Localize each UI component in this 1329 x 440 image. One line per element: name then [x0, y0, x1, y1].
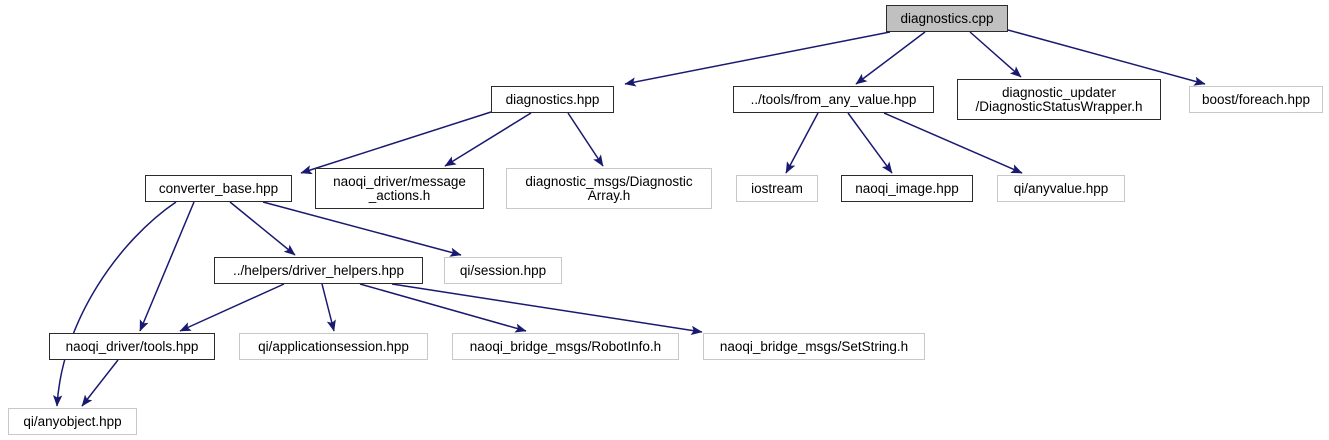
- graph-node-diagnostics_cpp[interactable]: diagnostics.cpp: [886, 5, 1008, 32]
- graph-edge-driver_helpers_hpp-to-setstring_h: [391, 283, 703, 335]
- graph-edge-diagnostics_hpp-to-diagnostic_array_h: [567, 112, 604, 167]
- graph-node-iostream[interactable]: iostream: [736, 175, 818, 202]
- graph-node-converter_base_hpp[interactable]: converter_base.hpp: [145, 175, 292, 202]
- graph-node-qi_session_hpp[interactable]: qi/session.hpp: [444, 257, 562, 284]
- graph-node-naoqi_image_hpp[interactable]: naoqi_image.hpp: [841, 175, 973, 202]
- graph-edge-diagnostics_cpp-to-boost_foreach_hpp: [1007, 29, 1206, 86]
- graph-node-diagnostic_status_wrapper_h[interactable]: diagnostic_updater /DiagnosticStatusWrap…: [957, 79, 1161, 120]
- graph-node-from_any_value_hpp[interactable]: ../tools/from_any_value.hpp: [733, 86, 934, 113]
- graph-node-qi_applicationsession_hpp[interactable]: qi/applicationsession.hpp: [239, 333, 428, 360]
- graph-edge-diagnostics_hpp-to-message_actions_h: [444, 112, 532, 167]
- graph-node-naoqi_driver_tools_hpp[interactable]: naoqi_driver/tools.hpp: [49, 333, 215, 360]
- graph-edge-converter_base_hpp-to-qi_session_hpp: [262, 201, 462, 257]
- graph-edge-naoqi_driver_tools_hpp-to-qi_anyobject_hpp: [81, 359, 119, 407]
- graph-edge-diagnostics_cpp-to-diagnostic_status_wrapper_h: [969, 31, 1022, 78]
- graph-node-boost_foreach_hpp[interactable]: boost/foreach.hpp: [1189, 86, 1323, 113]
- graph-edge-from_any_value_hpp-to-naoqi_image_hpp: [847, 112, 893, 174]
- graph-node-diagnostics_hpp[interactable]: diagnostics.hpp: [491, 86, 614, 113]
- graph-edge-diagnostics_hpp-to-converter_base_hpp: [300, 111, 492, 175]
- graph-node-driver_helpers_hpp[interactable]: ../helpers/driver_helpers.hpp: [214, 257, 423, 284]
- graph-edge-diagnostics_cpp-to-diagnostics_hpp: [624, 31, 891, 87]
- graph-node-qi_anyobject_hpp[interactable]: qi/anyobject.hpp: [8, 408, 137, 435]
- graph-edge-from_any_value_hpp-to-qi_anyvalue_hpp: [883, 112, 1023, 174]
- graph-node-qi_anyvalue_hpp[interactable]: qi/anyvalue.hpp: [997, 175, 1125, 202]
- graph-node-diagnostic_array_h[interactable]: diagnostic_msgs/Diagnostic Array.h: [506, 168, 712, 209]
- graph-node-message_actions_h[interactable]: naoqi_driver/message _actions.h: [315, 168, 484, 209]
- graph-edge-converter_base_hpp-to-naoqi_driver_tools_hpp: [139, 201, 195, 332]
- graph-edge-converter_base_hpp-to-driver_helpers_hpp: [229, 201, 296, 256]
- graph-edge-diagnostics_cpp-to-from_any_value_hpp: [855, 31, 926, 85]
- graph-edge-driver_helpers_hpp-to-qi_applicationsession_hpp: [321, 283, 336, 332]
- graph-edge-driver_helpers_hpp-to-robotinfo_h: [359, 283, 527, 333]
- graph-edge-converter_base_hpp-to-qi_anyobject_hpp: [52, 201, 177, 407]
- graph-edge-driver_helpers_hpp-to-naoqi_driver_tools_hpp: [179, 283, 285, 332]
- graph-node-setstring_h[interactable]: naoqi_bridge_msgs/SetString.h: [703, 333, 925, 360]
- graph-edge-from_any_value_hpp-to-iostream: [785, 112, 819, 174]
- graph-node-robotinfo_h[interactable]: naoqi_bridge_msgs/RobotInfo.h: [452, 333, 679, 360]
